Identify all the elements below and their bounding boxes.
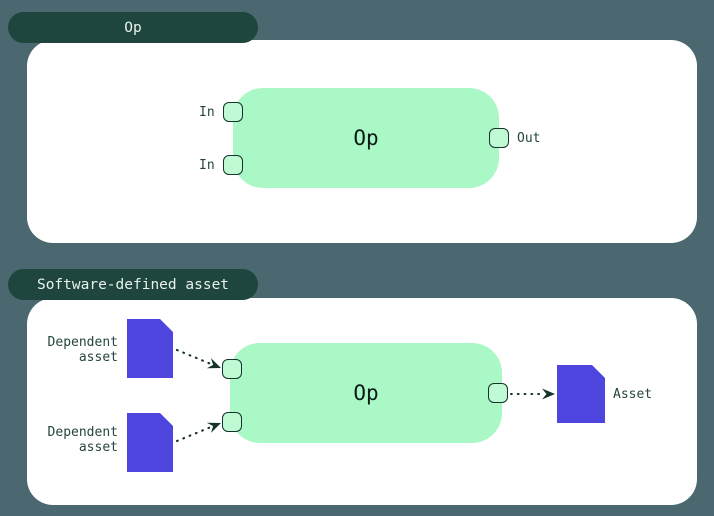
sda-input-handle-2 — [222, 412, 242, 432]
sda-output-handle — [488, 383, 508, 403]
dependent-asset-label-2: Dependent asset — [38, 425, 118, 455]
output-handle — [489, 128, 509, 148]
dependent-asset-label-1-line2: asset — [78, 349, 118, 365]
op-section-tab: Op — [8, 12, 258, 43]
dependent-asset-document-icon-1 — [127, 319, 173, 378]
asset-label: Asset — [613, 387, 653, 402]
op-node: Op — [233, 88, 499, 188]
input-port-label-2: In — [199, 158, 215, 173]
output-port-label: Out — [517, 131, 541, 146]
input-port-label-1: In — [199, 105, 215, 120]
sda-input-handle-1 — [222, 359, 242, 379]
sda-op-node: Op — [230, 343, 502, 443]
dependent-asset-label-2-line2: asset — [78, 439, 118, 455]
dependent-asset-label-2-line1: Dependent — [47, 425, 118, 440]
op-node-label: Op — [353, 126, 379, 150]
op-section-tab-label: Op — [124, 19, 142, 36]
asset-document-icon — [557, 365, 605, 423]
sda-section-tab: Software-defined asset — [8, 269, 258, 300]
input-handle-2 — [223, 155, 243, 175]
sda-op-node-label: Op — [353, 381, 379, 405]
input-handle-1 — [223, 102, 243, 122]
dependent-asset-label-1-line1: Dependent — [47, 335, 118, 350]
sda-section-tab-label: Software-defined asset — [36, 276, 230, 293]
dependent-asset-document-icon-2 — [127, 413, 173, 472]
dependent-asset-label-1: Dependent asset — [38, 335, 118, 365]
